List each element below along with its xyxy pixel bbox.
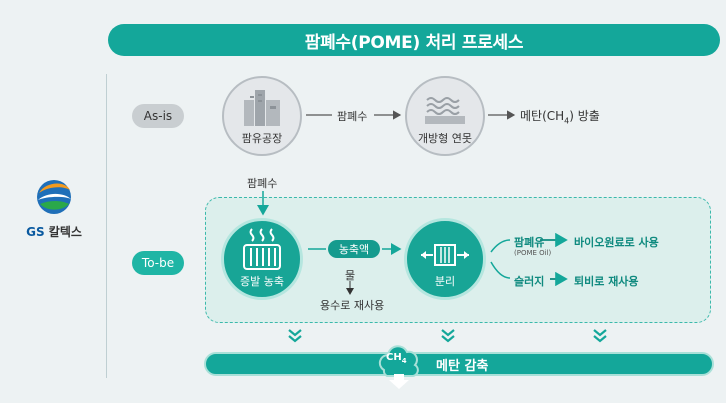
concentrate-pill: 농축액 bbox=[328, 240, 380, 258]
pond-label: 개방형 연못 bbox=[417, 132, 473, 145]
evaporation-node: 증발 농축 bbox=[221, 218, 303, 300]
methane-emission-label: 메탄(CH4) 방출 bbox=[520, 107, 600, 125]
pome-oil-label: 팜폐유 bbox=[514, 236, 545, 249]
open-pond-icon bbox=[425, 97, 465, 124]
ch4-cloud-icon bbox=[378, 345, 419, 389]
logo-brand: GS bbox=[26, 225, 45, 239]
water-reuse-label: 용수로 재사용 bbox=[320, 299, 385, 312]
as-is-label-text: As-is bbox=[143, 109, 173, 123]
page-title: 팜폐수(POME) 처리 프로세스 bbox=[108, 24, 720, 56]
separation-node: 분리 bbox=[404, 218, 486, 300]
factory-icon bbox=[244, 90, 280, 126]
sludge-target: 퇴비로 재사용 bbox=[574, 275, 639, 288]
pome-oil-sub: (POME Oil) bbox=[514, 249, 552, 257]
pome-oil-target: 바이오원료로 사용 bbox=[574, 236, 659, 249]
edge-label-pome: 팜폐수 bbox=[337, 110, 368, 123]
factory-label: 팜유공장 bbox=[241, 132, 283, 145]
ch4-badge-pre: CH bbox=[386, 352, 402, 363]
chevron-down-icon-2 bbox=[441, 329, 455, 343]
factory-node: 팜유공장 bbox=[222, 76, 302, 156]
separation-label: 분리 bbox=[434, 275, 456, 288]
methane-reduction-label: 메탄 감축 bbox=[436, 359, 489, 374]
logo-text: GS 칼텍스 bbox=[16, 223, 92, 240]
chevron-down-icon-1 bbox=[288, 329, 302, 343]
gs-caltex-logo-icon bbox=[37, 180, 71, 214]
to-be-label: To-be bbox=[132, 251, 184, 275]
transition-label: 팜폐수 bbox=[247, 177, 278, 190]
page-title-text: 팜폐수(POME) 처리 프로세스 bbox=[304, 32, 524, 53]
concentrate-label: 농축액 bbox=[338, 243, 370, 256]
left-divider bbox=[106, 74, 107, 378]
methane-reduction-bar bbox=[204, 352, 714, 376]
sludge-label: 슬러지 bbox=[514, 275, 545, 288]
as-is-label: As-is bbox=[132, 104, 184, 128]
methane-emission-pre: 메탄(CH bbox=[520, 109, 565, 123]
to-be-label-text: To-be bbox=[141, 256, 175, 270]
evaporator-icon bbox=[243, 228, 281, 270]
methane-emission-sub: 4 bbox=[564, 116, 570, 126]
chevron-down-icon-3 bbox=[593, 329, 607, 343]
methane-emission-post: ) 방출 bbox=[569, 109, 600, 123]
gs-caltex-logo: GS 칼텍스 bbox=[16, 178, 92, 240]
water-label: 물 bbox=[345, 269, 356, 282]
separator-icon bbox=[421, 244, 469, 266]
pond-node: 개방형 연못 bbox=[405, 76, 485, 156]
ch4-badge: CH4 bbox=[374, 342, 424, 392]
ch4-badge-sub: 4 bbox=[401, 357, 407, 365]
evaporation-label: 증발 농축 bbox=[240, 275, 284, 288]
ch4-badge-label: CH4 bbox=[386, 352, 407, 365]
logo-name: 칼텍스 bbox=[48, 225, 82, 239]
